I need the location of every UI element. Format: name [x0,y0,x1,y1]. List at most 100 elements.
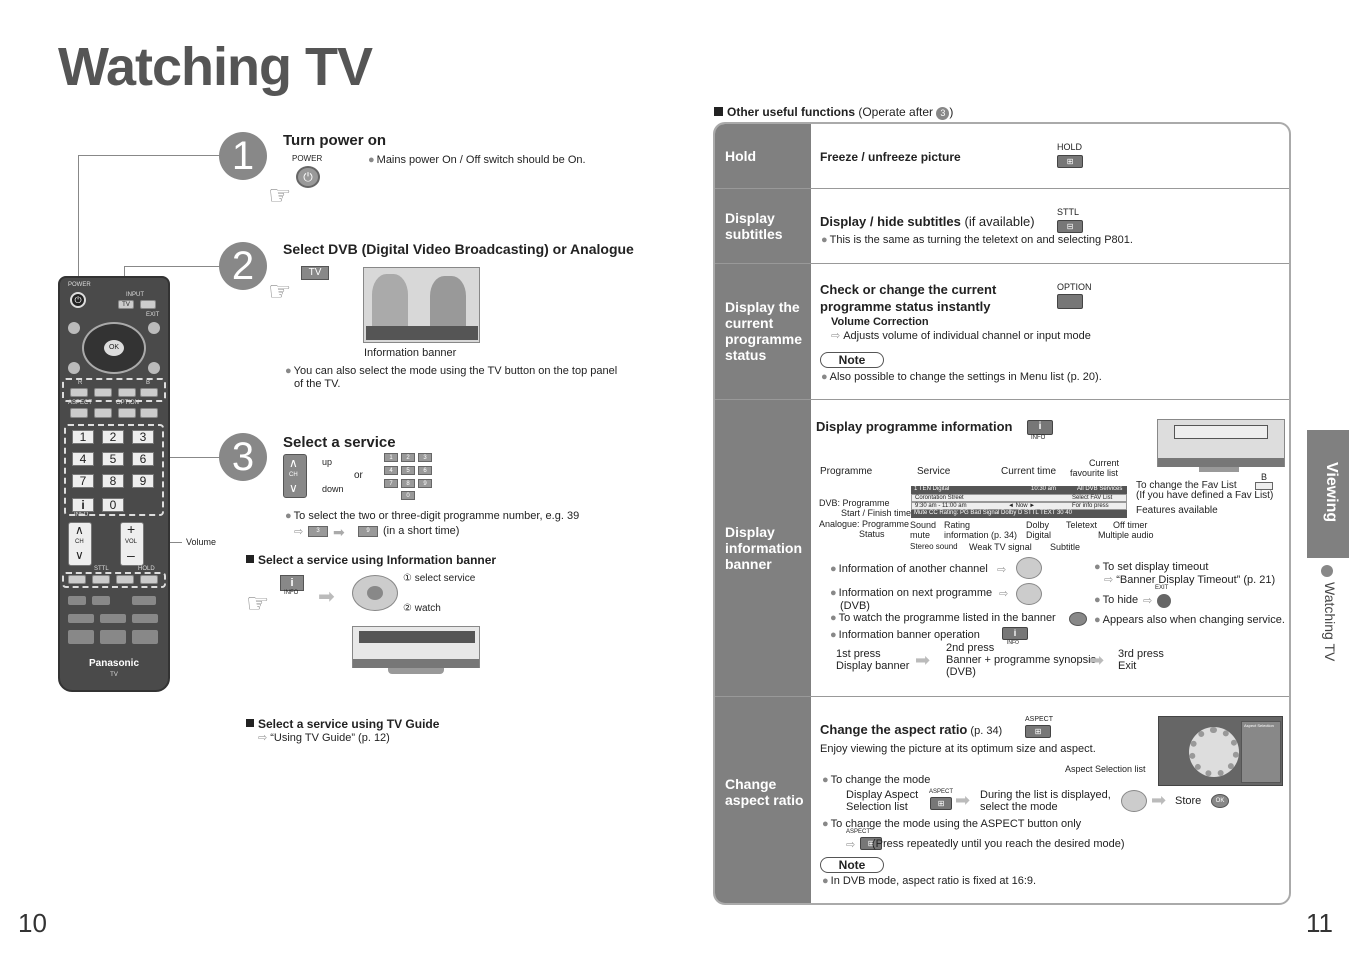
side-tab-viewing[interactable] [1307,430,1349,558]
row-label-hold: Hold [725,148,757,164]
remote-button[interactable] [100,614,126,623]
remote-vol-rocker[interactable]: + VOL – [120,521,144,566]
remote-number-key[interactable]: 4 [72,452,94,466]
tv-bezel [353,659,479,668]
remote-button[interactable] [68,575,86,584]
info-banner-caption: Information banner [364,347,457,359]
remote-number-key[interactable]: 5 [102,452,124,466]
remote-button[interactable] [132,630,158,644]
remote-round-button[interactable] [148,362,160,374]
remote-ch-rocker[interactable]: ∧ CH ∨ [68,522,92,566]
remote-tv-button[interactable]: TV [118,300,134,309]
remote-number-key[interactable]: 7 [72,474,94,488]
weak-signal-label: Weak TV signal [969,542,1032,552]
remote-option-button[interactable] [118,408,136,418]
remote-number-key[interactable]: 1 [72,430,94,444]
display-aspect-label: Display Aspect [846,789,919,801]
remote-ok-button[interactable]: OK [104,340,124,356]
page-title: Watching TV [58,37,373,97]
row-separator [715,263,1289,264]
page-number-left: 10 [18,908,47,938]
b-button-label: B [1261,472,1268,482]
select-service-label: ① select service [403,573,476,584]
remote-input-button[interactable] [140,300,156,309]
analogue-status-label: Status [859,529,885,539]
remote-power-button[interactable]: ⏻ [70,292,86,308]
info-icon: i [280,575,304,591]
current-time-label: Current time [1001,466,1057,477]
second-press-desc-2: (DVB) [946,666,976,678]
row-label-aspect: Change aspect ratio [725,776,804,808]
remote-yellow-button[interactable] [118,388,136,397]
subtitles-note: This is the same as turning the teletext… [821,234,1133,246]
banner-now: ◄ Now ► [1008,503,1036,509]
banner-time: 10:30 am [1031,486,1057,492]
remote-green-button[interactable] [94,388,112,397]
remote-sttl-button[interactable] [92,575,110,584]
remote-button[interactable] [132,614,158,623]
tv-key: TV [301,266,329,280]
banner-start-finish: 9:30 am - 11:00 am [915,503,967,509]
remote-aspect-button[interactable] [70,408,88,418]
remote-button[interactable] [140,408,158,418]
square-bullet-icon [714,107,723,116]
right-arrow-icon: ➡ [1089,650,1105,670]
remote-button[interactable] [132,596,156,605]
hold-title: Freeze / unfreeze picture [820,150,961,164]
step-1-number: 1 [219,132,267,180]
ok-button-icon: OK [1211,794,1229,808]
arrow-icon [846,838,858,851]
info-banner-section-title: Select a service using Information banne… [258,553,497,567]
note-badge-2: Note [820,857,884,873]
remote-button[interactable] [68,614,94,623]
remote-brand-logo: Panasonic [88,658,140,669]
chevron-up-icon: ∧ [75,523,84,537]
volume-correction-label: Volume Correction [831,316,929,328]
remote-exit-button[interactable] [148,322,160,334]
ok-button-icon [1069,612,1087,626]
remote-round-button[interactable] [68,362,80,374]
connector-line [78,155,220,156]
remote-nav-ring[interactable]: OK [82,322,146,374]
remote-button[interactable] [68,596,86,605]
remote-hold-button[interactable] [140,575,158,584]
option-key-icon [1057,294,1083,309]
connector-line [78,155,79,293]
banner-row-1: 1 TEN Digital 10:30 am All DVB Services [911,486,1127,494]
remote-number-key[interactable]: 9 [132,474,154,488]
connector-line [162,457,220,458]
remote-button[interactable] [92,596,110,605]
exit-button-icon [1157,594,1171,608]
remote-button[interactable] [94,408,112,418]
watch-listed: To watch the programme listed in the ban… [830,612,1056,624]
remote-number-key[interactable]: 0 [102,498,124,512]
sound-mute-label-2: mute [910,530,931,540]
row-label-status: Display the current programme status [725,299,803,363]
or-label: or [354,470,363,481]
fav-change-label: To change the Fav List [1136,480,1237,491]
remote-number-key[interactable]: 2 [102,430,124,444]
third-press-label: 3rd press [1118,648,1164,660]
operate-after-close: ) [949,105,954,119]
aspect-menu-title: Aspect Selection [1244,723,1274,728]
dolby-label: Dolby [1026,520,1050,530]
remote-button[interactable] [100,630,126,644]
step-3-number: 3 [219,433,267,481]
power-icon: ⏻ [296,166,320,188]
dashed-highlight-keypad [64,424,164,516]
remote-menu-button[interactable] [68,322,80,334]
remote-color-b-label: B [146,380,151,386]
info-next-dvb: (DVB) [840,600,870,612]
remote-button[interactable] [116,575,134,584]
remote-info-button[interactable]: i [72,498,94,512]
bullet-icon [1321,565,1333,577]
banner-service: 1 TEN Digital [914,486,950,492]
remote-red-button[interactable] [70,388,88,397]
remote-blue-button[interactable] [140,388,158,397]
remote-number-key[interactable]: 8 [102,474,124,488]
remote-number-key[interactable]: 6 [132,452,154,466]
dolby-label-2: Digital [1026,530,1052,540]
remote-hold-label: HOLD [138,566,155,572]
remote-number-key[interactable]: 3 [132,430,154,444]
remote-button[interactable] [68,630,94,644]
